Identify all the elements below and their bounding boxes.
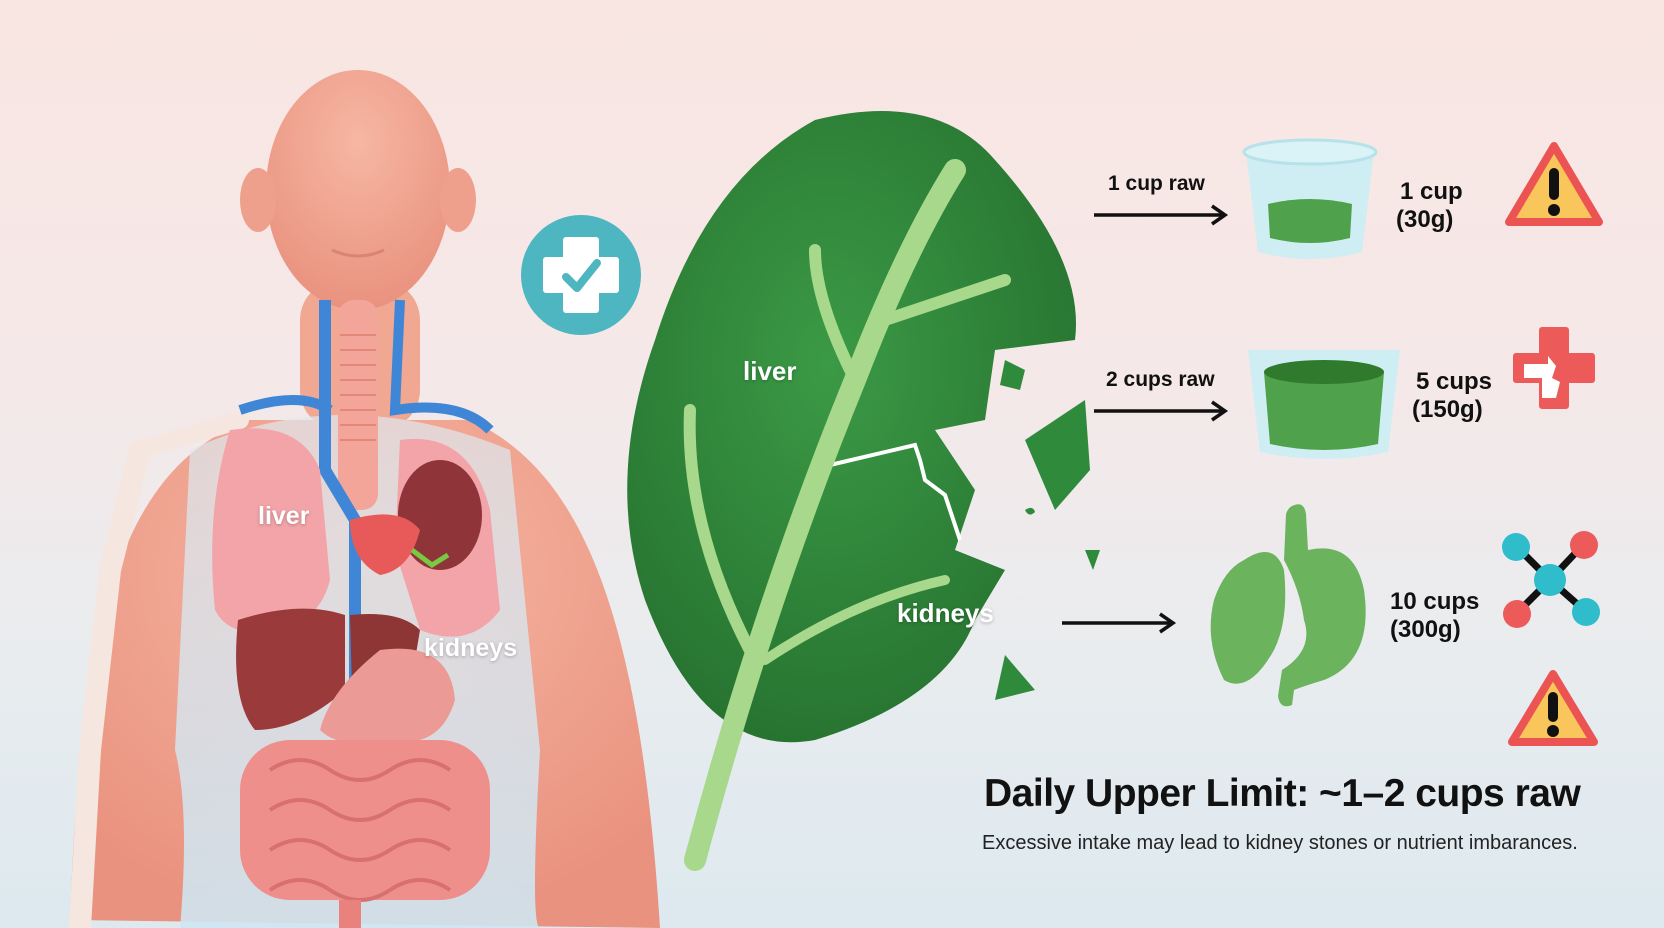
spinach-leaf-illustration: liver kidneys xyxy=(615,100,1115,880)
molecule-icon xyxy=(1502,531,1600,628)
health-check-badge xyxy=(521,215,641,335)
body-kidneys-label: kidneys xyxy=(424,634,518,662)
row3-amount-line2: (300g) xyxy=(1390,616,1461,643)
body-liver-label: liver xyxy=(258,502,310,530)
right-arrow-icon xyxy=(1094,204,1229,226)
broken-medical-cross-icon xyxy=(1513,327,1595,409)
row2-amount-line1: 5 cups xyxy=(1416,368,1493,395)
medical-cross-check-icon xyxy=(521,215,641,335)
intake-row-2: 2 cups raw 5 cups (150g) xyxy=(1090,327,1664,476)
small-cup-icon xyxy=(1242,138,1378,259)
intake-row-3: 10 cups (300g) xyxy=(1056,500,1664,720)
anatomy-illustration xyxy=(69,70,660,928)
leaf-liver-label: liver xyxy=(743,356,797,386)
liver-stomach-organs-icon xyxy=(1210,504,1366,707)
right-arrow-icon xyxy=(1062,612,1177,634)
row1-amount-line1: 1 cup xyxy=(1400,178,1463,205)
row1-arrow-label: 1 cup raw xyxy=(1108,172,1205,195)
intake-row-1: 1 cup raw 1 cup (30g) xyxy=(1090,130,1664,270)
warning-triangle-icon xyxy=(1508,670,1598,746)
leaf-kidneys-label: kidneys xyxy=(897,598,994,628)
human-body-figure: liver kidneys xyxy=(0,50,680,928)
row2-amount-line2: (150g) xyxy=(1412,396,1483,423)
daily-limit-subtitle: Excessive intake may lead to kidney ston… xyxy=(982,832,1578,854)
daily-limit-title: Daily Upper Limit: ~1–2 cups raw xyxy=(984,772,1581,815)
bowl-icon xyxy=(1248,350,1400,459)
row3-amount-line1: 10 cups xyxy=(1390,588,1480,615)
leaf-icon xyxy=(627,111,1100,871)
row1-amount-line2: (30g) xyxy=(1396,206,1454,233)
row2-arrow-label: 2 cups raw xyxy=(1106,368,1215,391)
warning-triangle-icon xyxy=(1505,142,1603,226)
right-arrow-icon xyxy=(1094,400,1229,422)
